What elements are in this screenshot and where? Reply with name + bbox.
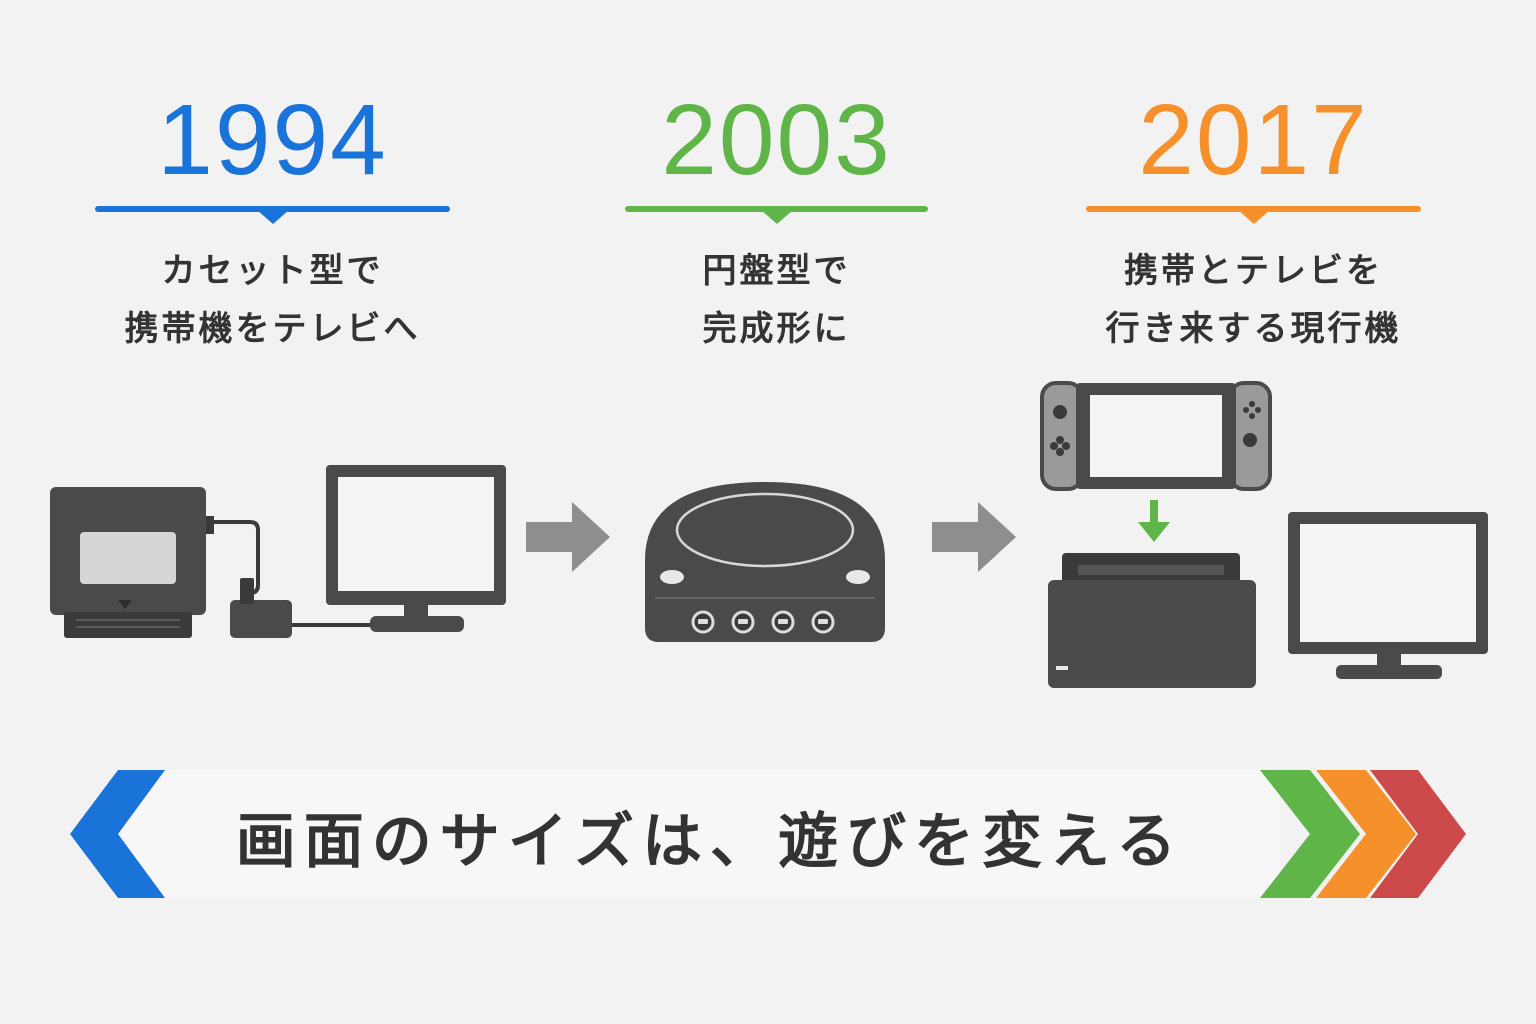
banner-right-chevron-green <box>1260 770 1360 898</box>
year-2017: 2017 <box>1138 84 1369 196</box>
year-1994: 1994 <box>157 84 388 196</box>
cartridge-icon <box>50 487 214 638</box>
caption-1994: カセット型で 携帯機をテレビへ <box>95 242 450 358</box>
banner-right-chevron-red <box>1370 770 1466 898</box>
tv-monitor-icon <box>326 465 506 632</box>
timeline-column-1994: 1994 カセット型で 携帯機をテレビへ <box>95 80 450 358</box>
banner-slogan: 画面のサイズは、遊びを変える <box>235 807 1185 877</box>
banner-left-chevron <box>70 770 165 898</box>
adapter-icon <box>230 578 292 638</box>
arrow-down-icon <box>1138 500 1170 542</box>
timeline-column-2017: 2017 携帯とテレビを 行き来する現行機 <box>1086 80 1421 358</box>
divider-2017 <box>1086 206 1421 224</box>
caption-2003: 円盤型で 完成形に <box>625 242 928 358</box>
divider-1994 <box>95 206 450 224</box>
banner-right-chevron-orange <box>1316 770 1416 898</box>
caption-line: 円盤型で <box>702 251 851 291</box>
dock-icon <box>1048 553 1256 688</box>
slogan-banner <box>70 770 1466 898</box>
timeline-column-2003: 2003 円盤型で 完成形に <box>625 80 928 358</box>
console-illustrations <box>50 381 1488 688</box>
caption-line: カセット型で <box>161 251 384 291</box>
arrow-right-icon <box>932 502 1016 572</box>
disc-console-icon <box>645 482 885 642</box>
caption-line: 行き来する現行機 <box>1105 309 1402 349</box>
divider-2003 <box>625 206 928 224</box>
arrow-right-icon <box>526 502 610 572</box>
hybrid-handheld-icon <box>1040 381 1272 491</box>
banner-band <box>115 770 1280 898</box>
caption-line: 携帯とテレビを <box>1124 251 1383 291</box>
year-2003: 2003 <box>661 84 892 196</box>
caption-2017: 携帯とテレビを 行き来する現行機 <box>1086 242 1421 358</box>
tv-monitor-icon <box>1288 512 1488 679</box>
caption-line: 携帯機をテレビへ <box>124 309 421 349</box>
caption-line: 完成形に <box>702 309 851 349</box>
